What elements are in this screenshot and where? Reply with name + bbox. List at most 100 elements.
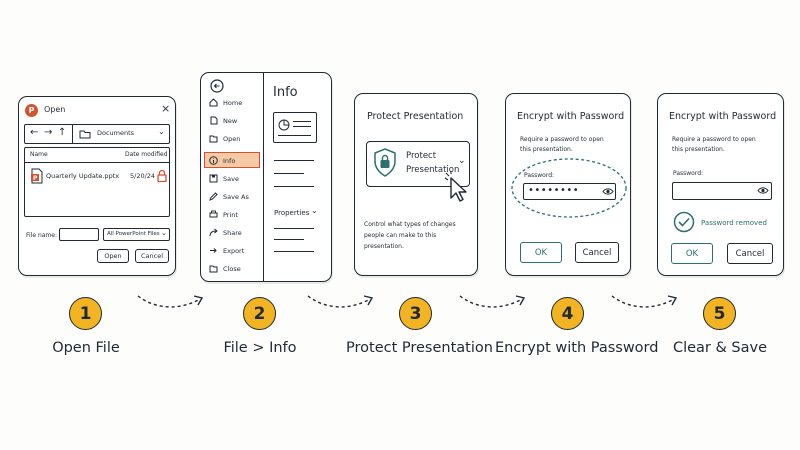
step-1-badge: 1 <box>69 297 102 330</box>
placeholder-line <box>274 251 314 253</box>
ok-button[interactable]: OK <box>520 242 562 263</box>
protect-panel: Protect Presentation Protect Presentatio… <box>354 93 478 276</box>
ok-button-label: OK <box>685 248 699 259</box>
flow-arrow-3 <box>459 295 526 308</box>
protect-presentation-button[interactable]: Protect Presentation ⌄ <box>366 141 470 187</box>
menu-item-label: Print <box>223 210 238 219</box>
file-list <box>24 147 170 217</box>
menu-item-save[interactable]: Save <box>209 174 239 183</box>
encrypt-desc-line2: this presentation. <box>520 146 573 153</box>
clear-desc-line2: this presentation. <box>672 146 725 153</box>
open-button[interactable]: Open <box>97 249 129 263</box>
eye-icon[interactable] <box>757 186 769 195</box>
folder-path-box[interactable] <box>72 124 170 144</box>
encrypt-panel: Encrypt with Password Require a password… <box>505 93 631 276</box>
menu-item-label: Info <box>223 156 236 165</box>
protect-desc-line3: presentation. <box>364 243 404 250</box>
menu-item-home[interactable]: Home <box>209 98 242 107</box>
step-3-label: Protect Presentation <box>346 340 493 356</box>
column-date-header: Date modified <box>125 151 168 158</box>
chevron-down-icon: ⌄ <box>161 229 167 237</box>
menu-item-new[interactable]: New <box>209 116 237 125</box>
placeholder-line <box>274 173 304 175</box>
file-row[interactable]: P Quarterly Update.pptx 5/20/24 <box>25 168 169 186</box>
file-type-value: All PowerPoint Files <box>107 231 160 237</box>
backstage-panel: Home New Open Info Save Save As Print Sh… <box>200 72 332 282</box>
menu-item-label: New <box>223 116 238 125</box>
forward-arrow-icon[interactable]: → <box>44 127 53 138</box>
menu-item-export[interactable]: Export <box>209 246 244 255</box>
step-2-badge: 2 <box>243 297 276 330</box>
protect-desc-line2: people can make to this <box>364 232 437 239</box>
eye-icon[interactable] <box>602 187 614 196</box>
step-5-label: Clear & Save <box>672 340 768 356</box>
clear-desc-line1: Require a password to open <box>672 136 756 143</box>
open-dialog-panel: P Open × ← → ↑ Documents ⌄ Name Date mod… <box>18 96 176 276</box>
cancel-button[interactable]: Cancel <box>135 249 169 263</box>
step-4-badge: 4 <box>551 297 584 330</box>
clear-title: Encrypt with Password <box>669 111 777 122</box>
ok-button-label: OK <box>534 247 548 258</box>
printer-icon <box>209 210 218 218</box>
folder-open-icon <box>209 135 218 143</box>
flow-arrow-1 <box>137 295 204 308</box>
folder-icon <box>79 130 91 139</box>
menu-item-info[interactable]: Info <box>209 156 235 165</box>
password-input-empty[interactable] <box>672 182 772 200</box>
chevron-down-icon: ⌄ <box>458 156 466 166</box>
menu-item-label: Open <box>223 134 241 143</box>
svg-text:P: P <box>33 175 38 182</box>
chevron-down-icon[interactable]: ⌄ <box>311 206 318 215</box>
new-file-icon <box>210 116 218 125</box>
password-label: Password: <box>673 170 704 177</box>
thumbnail-line <box>293 121 311 122</box>
backstage-sidebar <box>201 73 264 281</box>
menu-item-save-as[interactable]: Save As <box>209 192 249 201</box>
thumbnail-line <box>278 135 311 136</box>
menu-item-label: Export <box>223 246 245 255</box>
file-name-label: File name: <box>26 232 57 239</box>
flow-arrow-4 <box>611 295 678 308</box>
up-arrow-icon[interactable]: ↑ <box>58 127 67 138</box>
placeholder-line <box>274 186 314 188</box>
chart-thumbnail-icon <box>278 119 290 131</box>
clear-password-panel: Encrypt with Password Require a password… <box>657 93 784 276</box>
encrypt-title: Encrypt with Password <box>517 111 625 122</box>
protect-button-line1: Protect <box>406 151 437 161</box>
placeholder-line <box>274 160 314 162</box>
close-folder-icon <box>209 265 218 273</box>
close-icon[interactable]: × <box>161 102 171 115</box>
placeholder-line <box>274 228 314 230</box>
pencil-icon <box>209 192 218 201</box>
share-icon <box>209 228 218 237</box>
home-icon <box>209 98 218 107</box>
menu-item-label: Close <box>223 264 241 273</box>
cancel-button[interactable]: Cancel <box>727 243 773 264</box>
password-input[interactable]: •••••••• <box>523 183 616 200</box>
ok-button[interactable]: OK <box>671 243 713 264</box>
shield-lock-icon <box>374 148 396 177</box>
thumbnail-line <box>293 126 311 127</box>
menu-item-close[interactable]: Close <box>209 264 241 273</box>
chevron-down-icon[interactable]: ⌄ <box>158 127 165 136</box>
document-thumbnail[interactable] <box>273 112 317 143</box>
folder-path-label: Documents <box>97 129 135 137</box>
powerpoint-app-icon: P <box>25 104 38 117</box>
properties-label[interactable]: Properties <box>274 209 310 217</box>
placeholder-line <box>274 239 304 241</box>
cancel-button-label: Cancel <box>140 252 164 260</box>
menu-item-open[interactable]: Open <box>209 134 240 143</box>
menu-item-share[interactable]: Share <box>209 228 242 237</box>
save-icon <box>209 174 218 183</box>
file-type-select[interactable]: All PowerPoint Files ⌄ <box>103 228 170 241</box>
back-arrow-icon[interactable]: ← <box>30 127 39 138</box>
nav-bar <box>24 124 170 144</box>
step-3-badge: 3 <box>399 297 432 330</box>
menu-item-label: Save <box>223 174 239 183</box>
menu-item-print[interactable]: Print <box>209 210 238 219</box>
cancel-button[interactable]: Cancel <box>575 242 619 263</box>
pptx-file-icon: P <box>31 168 43 184</box>
back-circle-icon[interactable] <box>210 79 224 93</box>
file-name-input[interactable] <box>59 228 99 241</box>
column-name-header: Name <box>30 151 48 158</box>
